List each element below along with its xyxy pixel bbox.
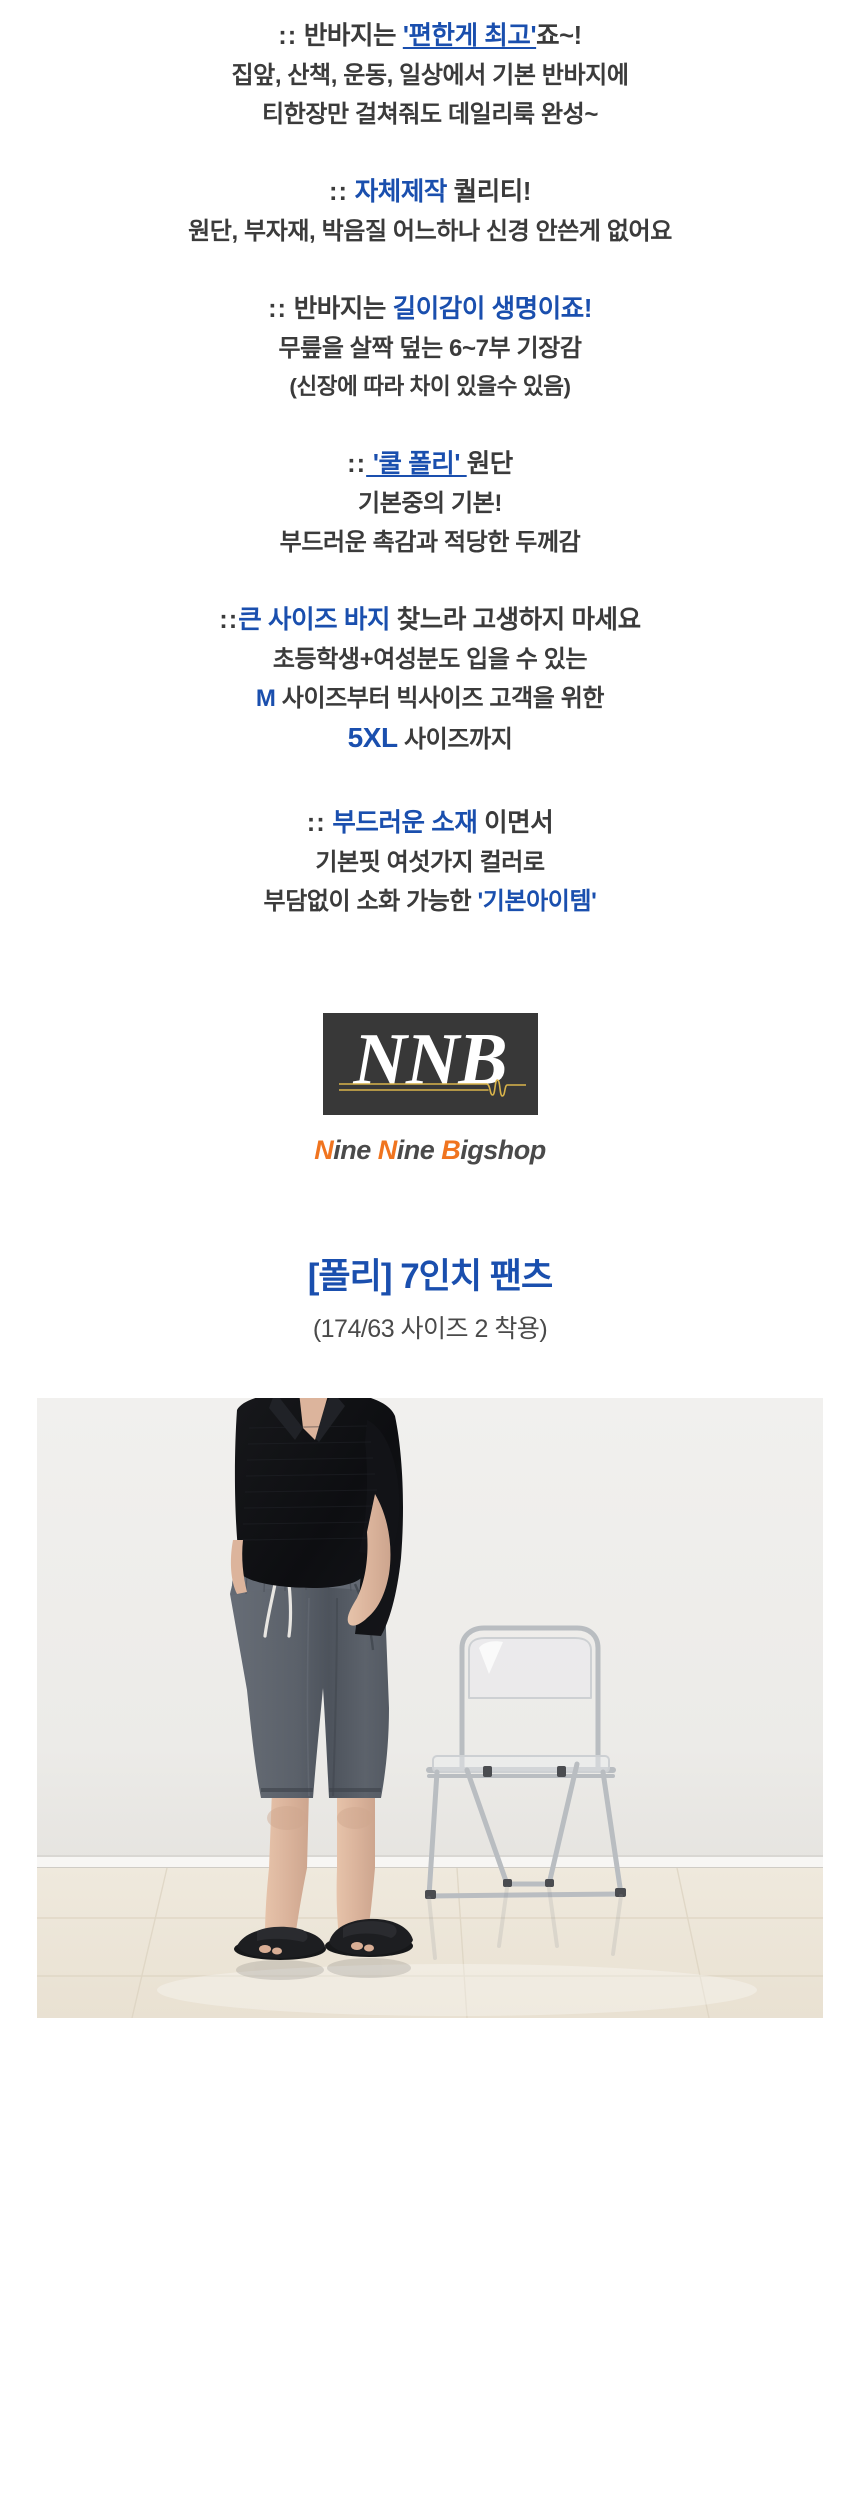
copy-block-material-colors: :: 부드러운 소재 이면서 기본핏 여섯가지 컬러로 부담없이 소화 가능한 … — [0, 803, 860, 921]
product-fit-note: (174/63 사이즈 2 착용) — [312, 1315, 548, 1343]
copy-highlight: '편한게 최고' — [402, 22, 537, 50]
copy-line: 부드러운 촉감과 적당한 두께감 — [279, 529, 581, 556]
copy-text: 원단 — [466, 450, 514, 478]
copy-highlight: '기본아이템' — [477, 888, 597, 915]
copy-text: 죠~! — [536, 22, 582, 50]
copy-line: :: 부드러운 소재 이면서 — [0, 803, 860, 843]
bullet-dots: :: — [329, 178, 349, 206]
copy-line: 원단, 부자재, 박음질 어느하나 신경 안쓴게 없어요 — [188, 218, 672, 245]
brand-name-initial: B — [441, 1135, 461, 1165]
copy-line: (신장에 따라 차이 있을수 있음) — [289, 374, 571, 399]
bullet-dots: :: — [268, 295, 288, 323]
copy-text: 퀄리티! — [453, 178, 532, 206]
copy-line: 부담없이 소화 가능한 '기본아이템' — [0, 882, 860, 921]
sandal-near — [234, 1926, 326, 1960]
copy-line: M 사이즈부터 빅사이즈 고객을 위한 — [0, 679, 860, 718]
copy-text: 반바지는 — [297, 22, 403, 50]
copy-highlight: 부드러운 소재 — [325, 809, 485, 837]
spacer — [0, 134, 860, 172]
spacer — [0, 759, 860, 803]
product-heading: [폴리] 7인치 팬츠 (174/63 사이즈 2 착용) — [0, 1254, 860, 1346]
copy-block-length: :: 반바지는 길이감이 생명이죠! 무릎을 살짝 덮는 6~7부 기장감 (신… — [0, 289, 860, 406]
copy-line: 5XL 사이즈까지 — [0, 718, 860, 759]
page-title: [폴리] 7인치 팬츠 — [307, 1257, 553, 1296]
copy-line: 기본핏 여섯가지 컬러로 — [315, 849, 545, 876]
copy-block-quality: :: 자체제작 퀄리티! 원단, 부자재, 박음질 어느하나 신경 안쓴게 없어… — [0, 172, 860, 251]
copy-highlight: 자체제작 — [348, 178, 454, 206]
copy-line: :: '쿨 폴리' 원단 — [0, 444, 860, 484]
copy-text: 반바지는 — [287, 295, 393, 323]
copy-line: :: 자체제작 퀄리티! — [0, 172, 860, 212]
logo-monogram: NNB — [353, 1019, 507, 1101]
model-wearing-shorts-photo — [37, 1398, 823, 2018]
copy-line: 집앞, 산책, 운동, 일상에서 기본 반바지에 — [231, 62, 629, 89]
brand-name-text: igshop — [460, 1135, 546, 1165]
copy-text: 찾느라 고생하지 마세요 — [396, 606, 641, 634]
copy-block-comfort: :: 반바지는 '편한게 최고'죠~! 집앞, 산책, 운동, 일상에서 기본 … — [0, 16, 860, 134]
brand-logo: NNB Nine Nine Bigshop — [0, 1013, 860, 1166]
logo-gold-rules — [338, 1078, 526, 1098]
size-min-label: M — [255, 685, 276, 712]
copy-highlight: 길이감이 생명이죠! — [392, 295, 593, 323]
spacer — [0, 406, 860, 444]
copy-highlight: '쿨 폴리' — [366, 450, 467, 478]
bullet-dots: :: — [219, 606, 239, 634]
copy-line: 초등학생+여성분도 입을 수 있는 — [272, 646, 588, 673]
bullet-dots: :: — [306, 809, 326, 837]
product-photo — [37, 1398, 823, 2018]
spacer — [0, 251, 860, 289]
copy-text: 사이즈까지 — [397, 726, 513, 753]
copy-text: 부담없이 소화 가능한 — [263, 888, 478, 915]
pulse-line-icon — [338, 1079, 526, 1097]
copy-text: 이면서 — [484, 809, 554, 837]
bullet-dots: :: — [347, 450, 367, 478]
copy-line: 티한장만 걸쳐줘도 데일리룩 완성~ — [262, 101, 598, 128]
logo-badge: NNB — [322, 1013, 538, 1115]
brand-name: Nine Nine Bigshop — [0, 1135, 860, 1166]
brand-name-text: ine — [396, 1135, 442, 1165]
copy-line: :: 반바지는 길이감이 생명이죠! — [0, 289, 860, 329]
brand-name-initial: N — [314, 1135, 334, 1165]
spacer — [0, 562, 860, 600]
copy-line: ::큰 사이즈 바지 찾느라 고생하지 마세요 — [0, 600, 860, 640]
copy-line: 기본중의 기본! — [358, 490, 502, 517]
copy-block-size-range: ::큰 사이즈 바지 찾느라 고생하지 마세요 초등학생+여성분도 입을 수 있… — [0, 600, 860, 759]
description-copy-area: :: 반바지는 '편한게 최고'죠~! 집앞, 산책, 운동, 일상에서 기본 … — [0, 0, 860, 921]
copy-line: :: 반바지는 '편한게 최고'죠~! — [0, 16, 860, 56]
copy-highlight: 큰 사이즈 바지 — [238, 606, 397, 634]
copy-line: 무릎을 살짝 덮는 6~7부 기장감 — [278, 335, 582, 362]
brand-name-initial: N — [377, 1135, 398, 1165]
size-max-label: 5XL — [347, 722, 399, 753]
bullet-dots: :: — [278, 22, 298, 50]
sandal-far — [325, 1918, 413, 1957]
acrylic-folding-chair — [426, 1625, 624, 1899]
product-photo-container — [0, 1398, 860, 2018]
copy-text: 사이즈부터 빅사이즈 고객을 위한 — [275, 685, 605, 712]
copy-block-fabric: :: '쿨 폴리' 원단 기본중의 기본! 부드러운 촉감과 적당한 두께감 — [0, 444, 860, 562]
brand-name-text: ine — [333, 1135, 378, 1165]
